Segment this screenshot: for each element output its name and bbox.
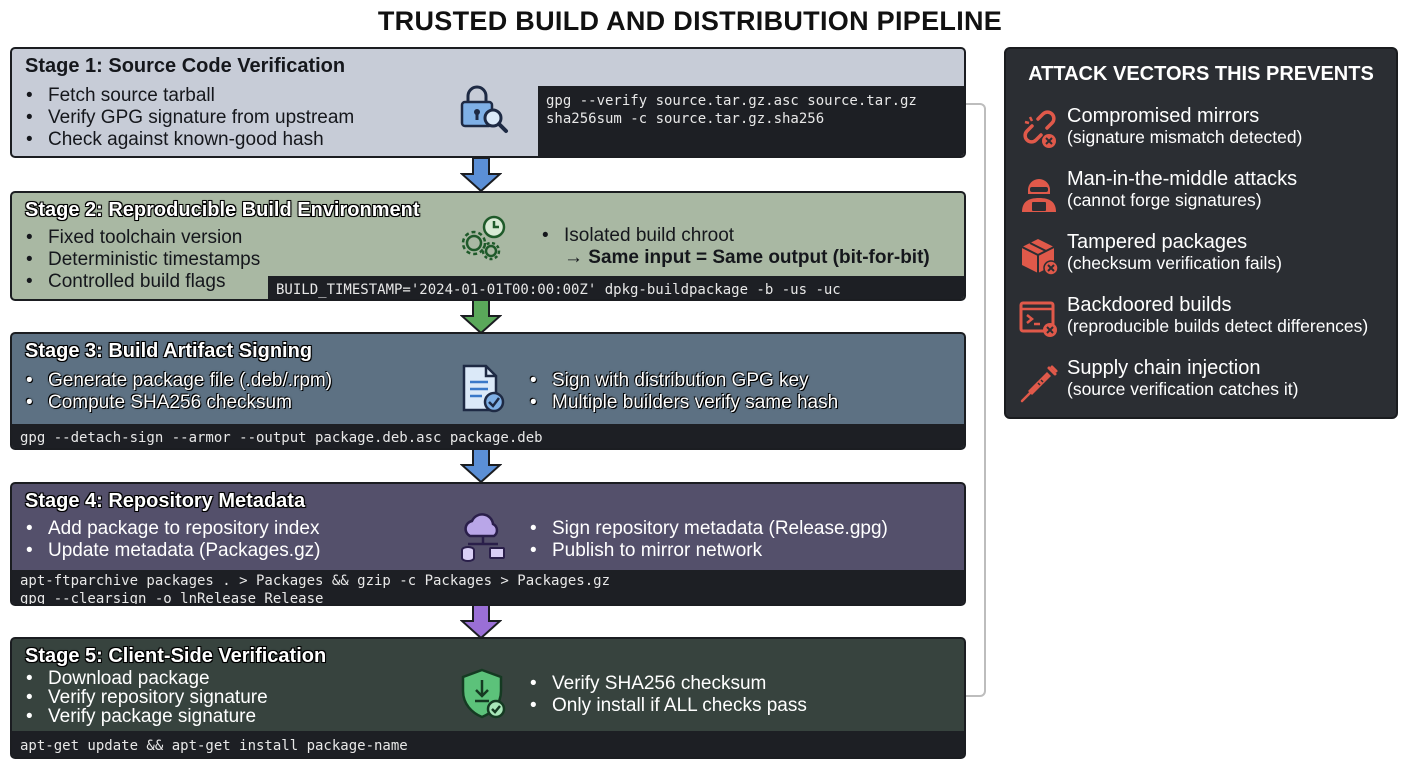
stage-3-item: Generate package file (.deb/.rpm) <box>14 370 332 392</box>
stage-2-note: → Same input = Same output (bit-for-bit) <box>564 247 930 268</box>
stage-1-code-block: gpg --verify source.tar.gz.asc source.ta… <box>538 86 964 156</box>
code-line: apt-get update && apt-get install packag… <box>20 738 408 754</box>
signed-document-icon <box>462 364 505 413</box>
stage-3-left-list: Generate package file (.deb/.rpm) Comput… <box>14 370 332 414</box>
syringe-icon <box>1020 365 1058 403</box>
stage-5-code-block: apt-get update && apt-get install packag… <box>12 731 964 757</box>
stage-4-left-list: Add package to repository index Update m… <box>14 518 321 562</box>
cloud-network-icon <box>461 513 505 562</box>
attack-vector-item: Backdoored builds (reproducible builds d… <box>1018 294 1393 344</box>
code-line: gpg --verify source.tar.gz.asc source.ta… <box>546 93 917 109</box>
gears-clock-icon <box>461 215 506 261</box>
stage-2-item: Controlled build flags <box>14 271 260 293</box>
page-title: TRUSTED BUILD AND DISTRIBUTION PIPELINE <box>377 6 1003 36</box>
stage-1-item: Verify GPG signature from upstream <box>14 107 354 129</box>
flow-arrow-3 <box>460 449 502 483</box>
stage-4-item: Publish to mirror network <box>518 540 888 562</box>
code-line: gpg --detach-sign --armor --output packa… <box>20 430 543 446</box>
code-line: apt-ftparchive packages . > Packages && … <box>20 573 611 589</box>
attack-vector-subtitle: (source verification catches it) <box>1067 379 1299 399</box>
stage-1-item: Check against known-good hash <box>14 129 354 151</box>
verification-loop-connector <box>966 103 986 697</box>
attack-vector-title: Supply chain injection <box>1067 357 1261 379</box>
stage-1-left-list: Fetch source tarball Verify GPG signatur… <box>14 85 354 151</box>
stage-1-title: Stage 1: Source Code Verification <box>25 55 346 77</box>
stage-4-item: Update metadata (Packages.gz) <box>14 540 321 562</box>
stage-3-right-list: Sign with distribution GPG key Multiple … <box>518 370 838 414</box>
stage-2-right-list: Isolated build chroot <box>530 225 734 247</box>
stage-2-item: Deterministic timestamps <box>14 249 260 271</box>
broken-link-icon <box>1023 110 1056 148</box>
stage-4-code-block: apt-ftparchive packages . > Packages && … <box>12 570 964 606</box>
stage-5-item: Verify repository signature <box>14 688 268 707</box>
attack-vector-subtitle: (reproducible builds detect differences) <box>1067 316 1369 336</box>
flow-arrow-2 <box>460 300 502 334</box>
attack-vector-subtitle: (cannot forge signatures) <box>1067 190 1262 210</box>
attack-vector-item: Compromised mirrors (signature mismatch … <box>1018 105 1393 155</box>
flow-arrow-4 <box>460 605 502 639</box>
stage-4-item: Sign repository metadata (Release.gpg) <box>518 518 888 540</box>
stage-5-item: Verify package signature <box>14 707 268 726</box>
stage-4-title: Stage 4: Repository Metadata <box>25 490 306 512</box>
stage-5-item: Verify SHA256 checksum <box>518 673 807 695</box>
stage-3-panel: Stage 3: Build Artifact Signing Generate… <box>10 332 966 450</box>
stage-2-title: Stage 2: Reproducible Build Environment <box>25 199 420 221</box>
attack-vector-item: Tampered packages (checksum verification… <box>1018 231 1393 281</box>
stage-2-item: Isolated build chroot <box>530 225 734 247</box>
flow-arrow-shape <box>460 300 502 334</box>
stage-5-right-list: Verify SHA256 checksum Only install if A… <box>518 673 807 717</box>
stage-5-panel: Stage 5: Client-Side Verification Downlo… <box>10 637 966 759</box>
code-line: gpg --clearsign -o lnRelease Release <box>20 591 324 606</box>
stage-4-item: Add package to repository index <box>14 518 321 540</box>
stage-1-item: Fetch source tarball <box>14 85 354 107</box>
stage-5-item: Only install if ALL checks pass <box>518 695 807 717</box>
stage-2-panel: Stage 2: Reproducible Build Environment … <box>10 191 966 301</box>
stage-5-left-list: Download package Verify repository signa… <box>14 669 268 726</box>
attack-vector-item: Supply chain injection (source verificat… <box>1018 357 1393 407</box>
stage-3-item: Sign with distribution GPG key <box>518 370 838 392</box>
damaged-package-icon <box>1021 239 1059 276</box>
attack-vector-title: Man-in-the-middle attacks <box>1067 168 1298 190</box>
flow-arrow-shape <box>460 158 502 192</box>
attack-panel-title: ATTACK VECTORS THIS PREVENTS <box>1028 63 1374 85</box>
stage-3-item: Compute SHA256 checksum <box>14 392 332 414</box>
lock-search-icon <box>460 85 508 133</box>
attack-vector-subtitle: (checksum verification fails) <box>1067 253 1282 273</box>
shield-check-icon <box>461 668 506 719</box>
flow-arrow-shape <box>460 449 502 483</box>
stage-2-item: Fixed toolchain version <box>14 227 260 249</box>
stage-4-panel: Stage 4: Repository Metadata Add package… <box>10 482 966 606</box>
stage-5-title: Stage 5: Client-Side Verification <box>25 645 327 667</box>
stage-5-item: Download package <box>14 669 268 688</box>
stage-2-code-block: BUILD_TIMESTAMP='2024-01-01T00:00:00Z' d… <box>268 276 964 299</box>
stage-4-right-list: Sign repository metadata (Release.gpg) P… <box>518 518 888 562</box>
attack-vector-title: Compromised mirrors <box>1067 105 1260 127</box>
code-line: BUILD_TIMESTAMP='2024-01-01T00:00:00Z' d… <box>276 282 841 298</box>
attack-vectors-panel: ATTACK VECTORS THIS PREVENTS Compromised… <box>1004 47 1398 419</box>
stage-3-item: Multiple builders verify same hash <box>518 392 838 414</box>
stage-3-title: Stage 3: Build Artifact Signing <box>25 340 313 362</box>
stage-1-panel: Stage 1: Source Code Verification Fetch … <box>10 47 966 158</box>
flow-arrow-shape <box>460 605 502 639</box>
stage-3-code-block: gpg --detach-sign --armor --output packa… <box>12 424 964 448</box>
code-line: sha256sum -c source.tar.gz.sha256 <box>546 111 825 127</box>
attack-vector-item: Man-in-the-middle attacks (cannot forge … <box>1018 168 1393 218</box>
hacker-icon <box>1022 179 1056 212</box>
terminal-error-icon <box>1019 301 1057 337</box>
stage-2-left-list: Fixed toolchain version Deterministic ti… <box>14 227 260 293</box>
attack-vector-title: Backdoored builds <box>1067 294 1232 316</box>
attack-vector-subtitle: (signature mismatch detected) <box>1067 127 1303 147</box>
attack-vector-title: Tampered packages <box>1067 231 1248 253</box>
flow-arrow-1 <box>460 158 502 192</box>
